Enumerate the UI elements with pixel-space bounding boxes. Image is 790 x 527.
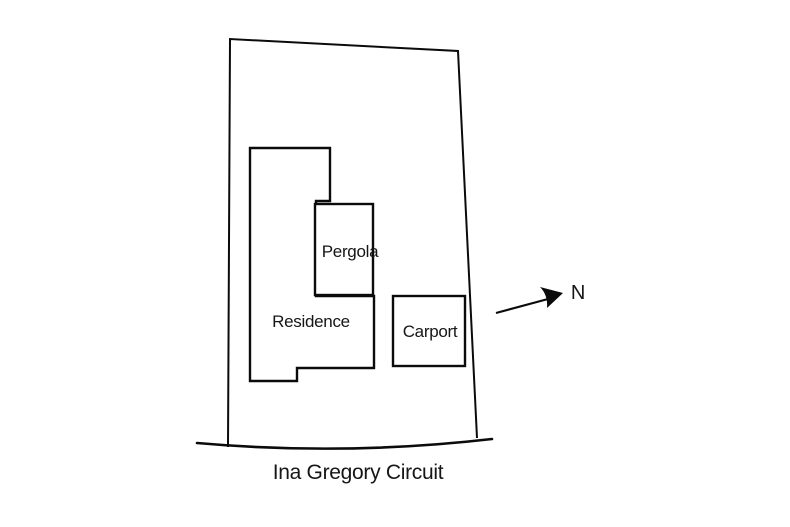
pergola-outline bbox=[313, 202, 375, 297]
residence-label: Residence bbox=[272, 312, 350, 331]
street-name-label: Ina Gregory Circuit bbox=[273, 461, 444, 484]
carport-outline bbox=[391, 294, 467, 368]
property-boundary bbox=[227, 37, 478, 448]
street-curve bbox=[195, 437, 494, 450]
pergola-label: Pergola bbox=[322, 242, 379, 261]
north-arrow-head-icon bbox=[540, 287, 563, 308]
north-arrow-line bbox=[495, 297, 549, 315]
carport-label: Carport bbox=[403, 322, 458, 341]
north-label: N bbox=[571, 282, 585, 304]
